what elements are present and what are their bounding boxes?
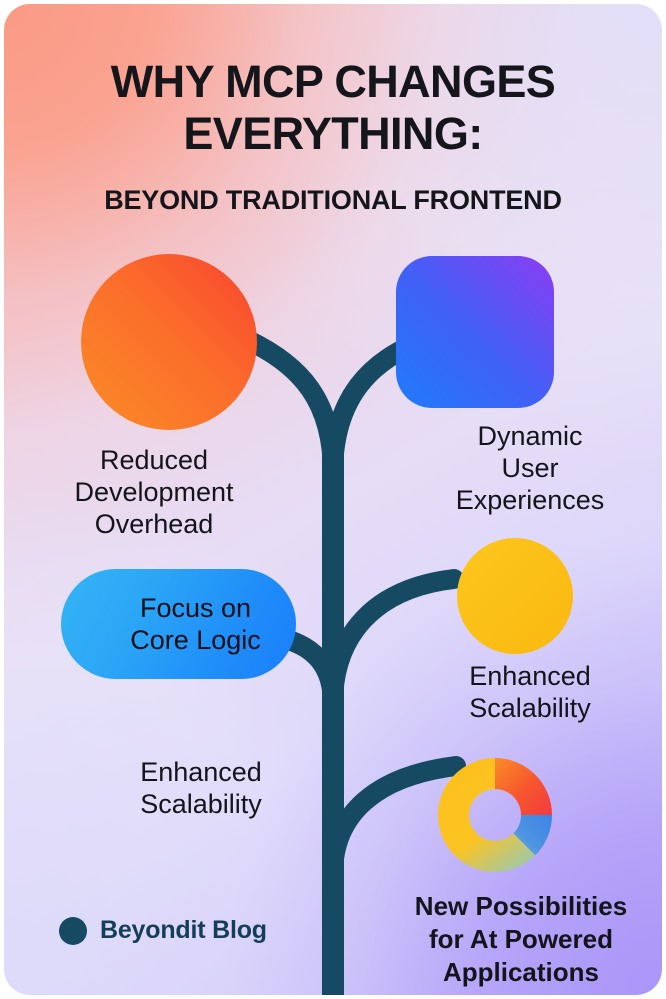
- donut-segment-blue: [513, 815, 552, 856]
- node-label-enhanced-scalability-left: Enhanced Scalability: [140, 757, 262, 819]
- page-title: WHY MCP CHANGES EVERYTHING:: [110, 56, 556, 159]
- donut-segment-red: [495, 758, 552, 815]
- blue-purple-square-node: [396, 256, 554, 408]
- node-label-enhanced-scalability-right: Enhanced Scalability: [469, 661, 591, 723]
- branch-to-donut: [323, 756, 466, 884]
- blue-pill-node: Focus on Core Logic: [61, 569, 296, 679]
- node-label-dynamic-user-experiences: Dynamic User Experiences: [455, 421, 605, 515]
- node-label-focus-on-core-logic: Focus on Core Logic: [130, 593, 261, 655]
- poster-card: WHY MCP CHANGES EVERYTHING: BEYOND TRADI…: [4, 4, 662, 995]
- brand-footer: Beyondit Blog: [59, 916, 267, 945]
- donut-segment-yellow: [437, 758, 536, 872]
- yellow-circle-node: [457, 538, 573, 654]
- tree-diagram: [81, 254, 573, 995]
- node-label-reduced-development-overhead: Reduced Development Overhead: [74, 445, 234, 539]
- orange-circle-node: [81, 254, 257, 430]
- brand-name: Beyondit Blog: [100, 916, 267, 944]
- page-subtitle: BEYOND TRADITIONAL FRONTEND: [104, 185, 562, 215]
- donut-chart-node: [437, 758, 552, 872]
- node-label-new-possibilities: New Possibilities for At Powered Applica…: [414, 891, 628, 987]
- brand-dot-icon: [59, 916, 87, 945]
